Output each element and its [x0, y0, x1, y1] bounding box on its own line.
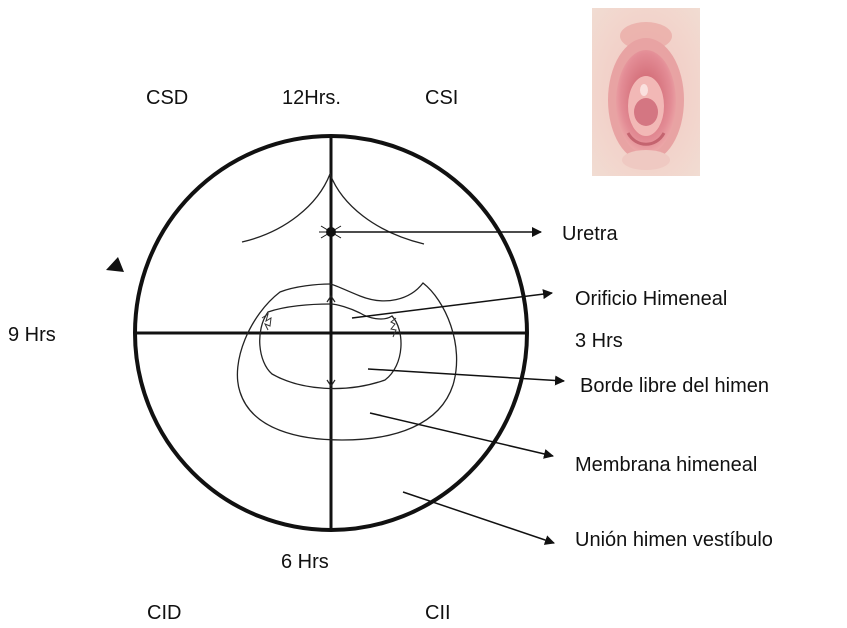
hymenal-membrane-outer-contour [237, 283, 456, 440]
label-membrana-himeneal: Membrana himeneal [575, 455, 757, 475]
arrow-orificio-himeneal [352, 293, 552, 318]
arrow-membrana-himeneal [370, 413, 553, 456]
clock-label-6: 6 Hrs [281, 552, 329, 572]
quadrant-label-cid: CID [147, 603, 181, 623]
arrow-union-himen-vestibulo [403, 492, 554, 543]
anatomy-photo [592, 8, 700, 176]
clock-label-12: 12Hrs. [282, 88, 341, 108]
clock-label-3: 3 Hrs [575, 331, 623, 351]
quadrant-label-csd: CSD [146, 88, 188, 108]
quadrant-label-cii: CII [425, 603, 451, 623]
label-borde-libre: Borde libre del himen [580, 376, 769, 396]
triangle-marker [106, 257, 124, 272]
clock-label-9: 9 Hrs [8, 325, 56, 345]
arrow-borde-libre [368, 369, 564, 381]
label-union-himen-vestibulo: Unión himen vestíbulo [575, 530, 773, 550]
quadrant-label-csi: CSI [425, 88, 458, 108]
label-uretra: Uretra [562, 224, 618, 244]
label-orificio-himeneal: Orificio Himeneal [575, 289, 727, 309]
